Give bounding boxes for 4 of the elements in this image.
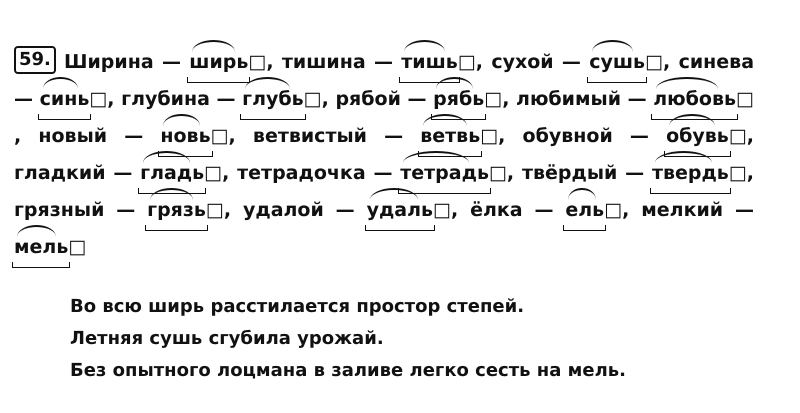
example-sentence: Во всю ширь расстилается простор степей. <box>70 296 524 317</box>
exercise-number: 59. <box>14 46 56 74</box>
example-sentence: Летняя сушь сгубила урожай. <box>70 328 384 349</box>
example-sentence: Без опытного лоцмана в заливе легко сесть на мель. <box>70 360 626 381</box>
